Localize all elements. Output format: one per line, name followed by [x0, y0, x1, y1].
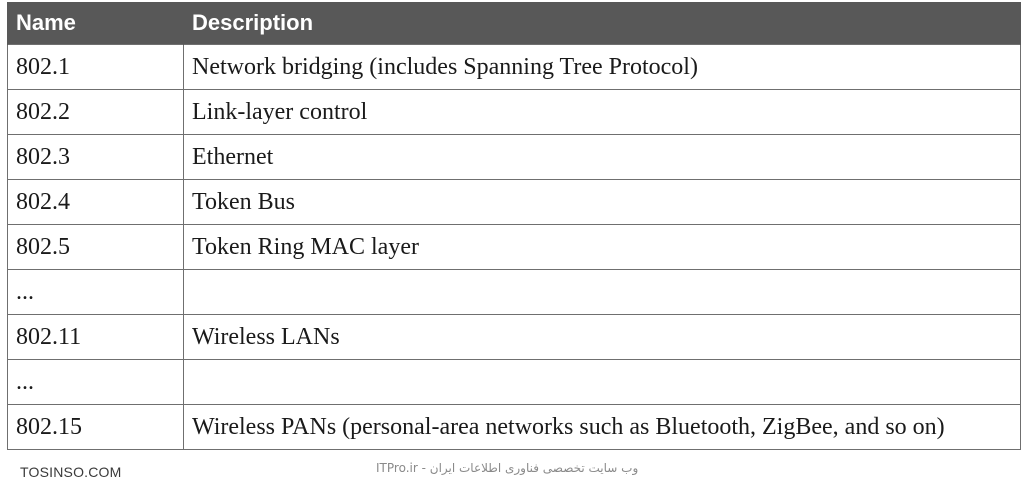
table-header: Name Description [7, 2, 1021, 45]
table-row: 802.15 Wireless PANs (personal-area netw… [7, 404, 1021, 450]
standard-description-cell: Link-layer control [183, 89, 1021, 135]
standard-name-cell: 802.3 [7, 134, 184, 180]
standard-description-cell: Ethernet [183, 134, 1021, 180]
table-row: 802.2 Link-layer control [7, 89, 1021, 135]
standard-description-cell: Token Ring MAC layer [183, 224, 1021, 270]
description-column-header: Description [183, 2, 1021, 45]
table-row: ... [7, 359, 1021, 405]
standard-name-cell: 802.2 [7, 89, 184, 135]
table-row: 802.11 Wireless LANs [7, 314, 1021, 360]
ieee-802-standards-table: Name Description 802.1 Network bridging … [7, 2, 1021, 450]
standard-description-cell [183, 269, 1021, 315]
table-body: 802.1 Network bridging (includes Spannin… [7, 44, 1021, 450]
standard-name-cell: 802.1 [7, 44, 184, 90]
table-row: 802.1 Network bridging (includes Spannin… [7, 44, 1021, 90]
table-row: 802.4 Token Bus [7, 179, 1021, 225]
standard-description-cell [183, 359, 1021, 405]
standard-description-cell: Token Bus [183, 179, 1021, 225]
standard-name-cell: 802.11 [7, 314, 184, 360]
standard-name-cell: 802.5 [7, 224, 184, 270]
standard-name-cell: ... [7, 269, 184, 315]
header-row: Name Description [7, 2, 1021, 45]
table-row: 802.3 Ethernet [7, 134, 1021, 180]
standard-description-cell: Network bridging (includes Spanning Tree… [183, 44, 1021, 90]
table-row: 802.5 Token Ring MAC layer [7, 224, 1021, 270]
standard-name-cell: ... [7, 359, 184, 405]
standard-description-cell: Wireless LANs [183, 314, 1021, 360]
name-column-header: Name [7, 2, 184, 45]
standard-description-cell: Wireless PANs (personal-area networks su… [183, 404, 1021, 450]
standard-name-cell: 802.15 [7, 404, 184, 450]
table-row: ... [7, 269, 1021, 315]
tosinso-watermark: TOSINSO.COM [20, 464, 122, 480]
itpro-watermark: ITPro.ir - وب سایت تخصصی فناوری اطلاعات … [376, 461, 639, 475]
standard-name-cell: 802.4 [7, 179, 184, 225]
